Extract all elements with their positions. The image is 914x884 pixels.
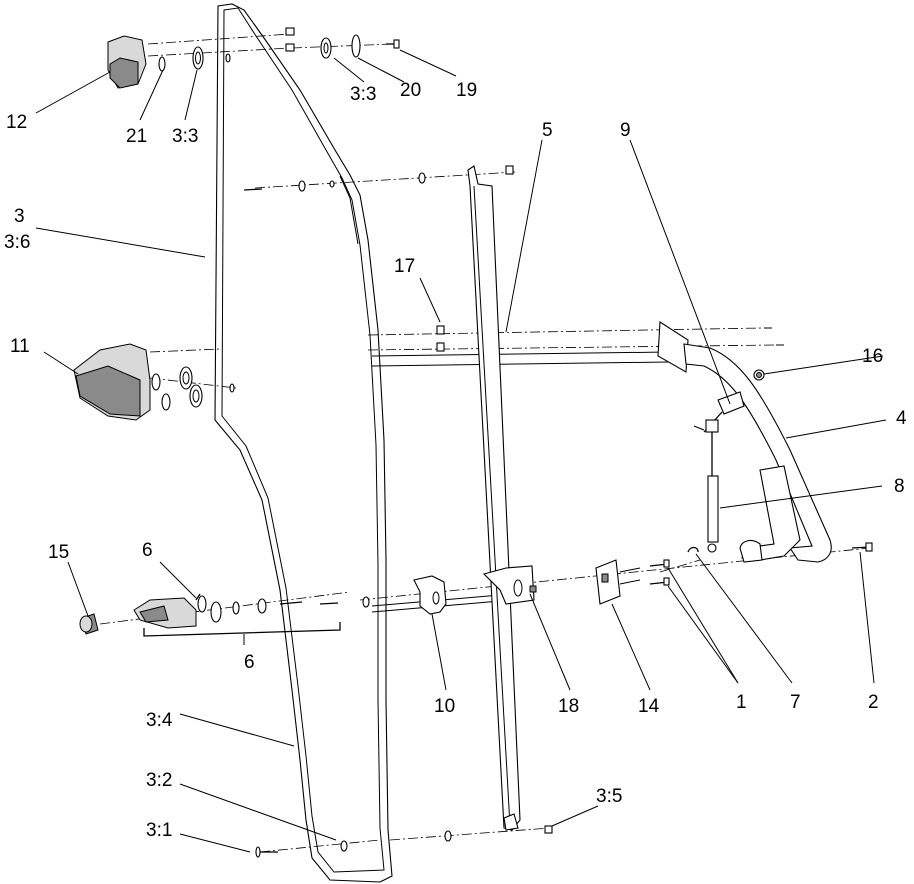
upper-row-hardware	[243, 165, 514, 192]
bottom-hardware	[255, 813, 553, 858]
callout-5: 5	[542, 120, 553, 141]
callout-3: 3	[14, 206, 25, 227]
callout-9: 9	[620, 120, 631, 141]
latch-block-14	[595, 559, 641, 605]
callout-7: 7	[790, 692, 801, 713]
bolts-1	[649, 559, 670, 586]
callout-3-5: 3:5	[596, 786, 622, 807]
callout-17: 17	[394, 256, 415, 277]
callout-19: 19	[456, 80, 477, 101]
nut-16	[753, 369, 765, 381]
callout-4: 4	[896, 408, 907, 429]
callout-6-bottom: 6	[244, 652, 255, 673]
handle-11	[73, 343, 235, 421]
callout-2: 2	[868, 692, 879, 713]
callout-11: 11	[10, 336, 30, 357]
callout-3-1: 3:1	[146, 820, 172, 841]
latch-6	[133, 593, 341, 637]
callout-20: 20	[400, 80, 421, 101]
callout-1: 1	[736, 692, 747, 713]
callout-14: 14	[638, 696, 660, 717]
clip-7	[687, 546, 699, 553]
callout-3-4: 3:4	[146, 710, 173, 731]
plate-10	[362, 575, 447, 615]
callout-3-6: 3:6	[4, 232, 30, 253]
gas-spring-8	[693, 391, 745, 553]
frame-4	[657, 321, 832, 563]
door-panel	[214, 3, 393, 883]
callout-10: 10	[434, 696, 455, 717]
strap-5	[467, 165, 521, 831]
callout-15: 15	[48, 542, 69, 563]
bolt-2	[851, 542, 873, 552]
callout-18: 18	[558, 696, 579, 717]
callout-6-top: 6	[142, 540, 153, 561]
callout-labels: 12 21 3:3 3:3 20 19 3 3:6 5 9 17 11 16 4…	[4, 80, 907, 841]
callout-3-3-left: 3:3	[172, 126, 198, 147]
handle-12	[107, 35, 231, 89]
knob-15	[79, 613, 99, 635]
callout-12: 12	[6, 112, 27, 133]
callout-21: 21	[126, 126, 147, 147]
bracket-18	[482, 565, 537, 605]
leader-lines	[35, 49, 887, 853]
callout-8: 8	[894, 476, 905, 497]
callout-16: 16	[862, 346, 883, 367]
callout-3-3-right: 3:3	[350, 84, 376, 105]
nuts-17	[436, 325, 445, 352]
top-hardware	[285, 27, 400, 59]
callout-3-2: 3:2	[146, 770, 172, 791]
